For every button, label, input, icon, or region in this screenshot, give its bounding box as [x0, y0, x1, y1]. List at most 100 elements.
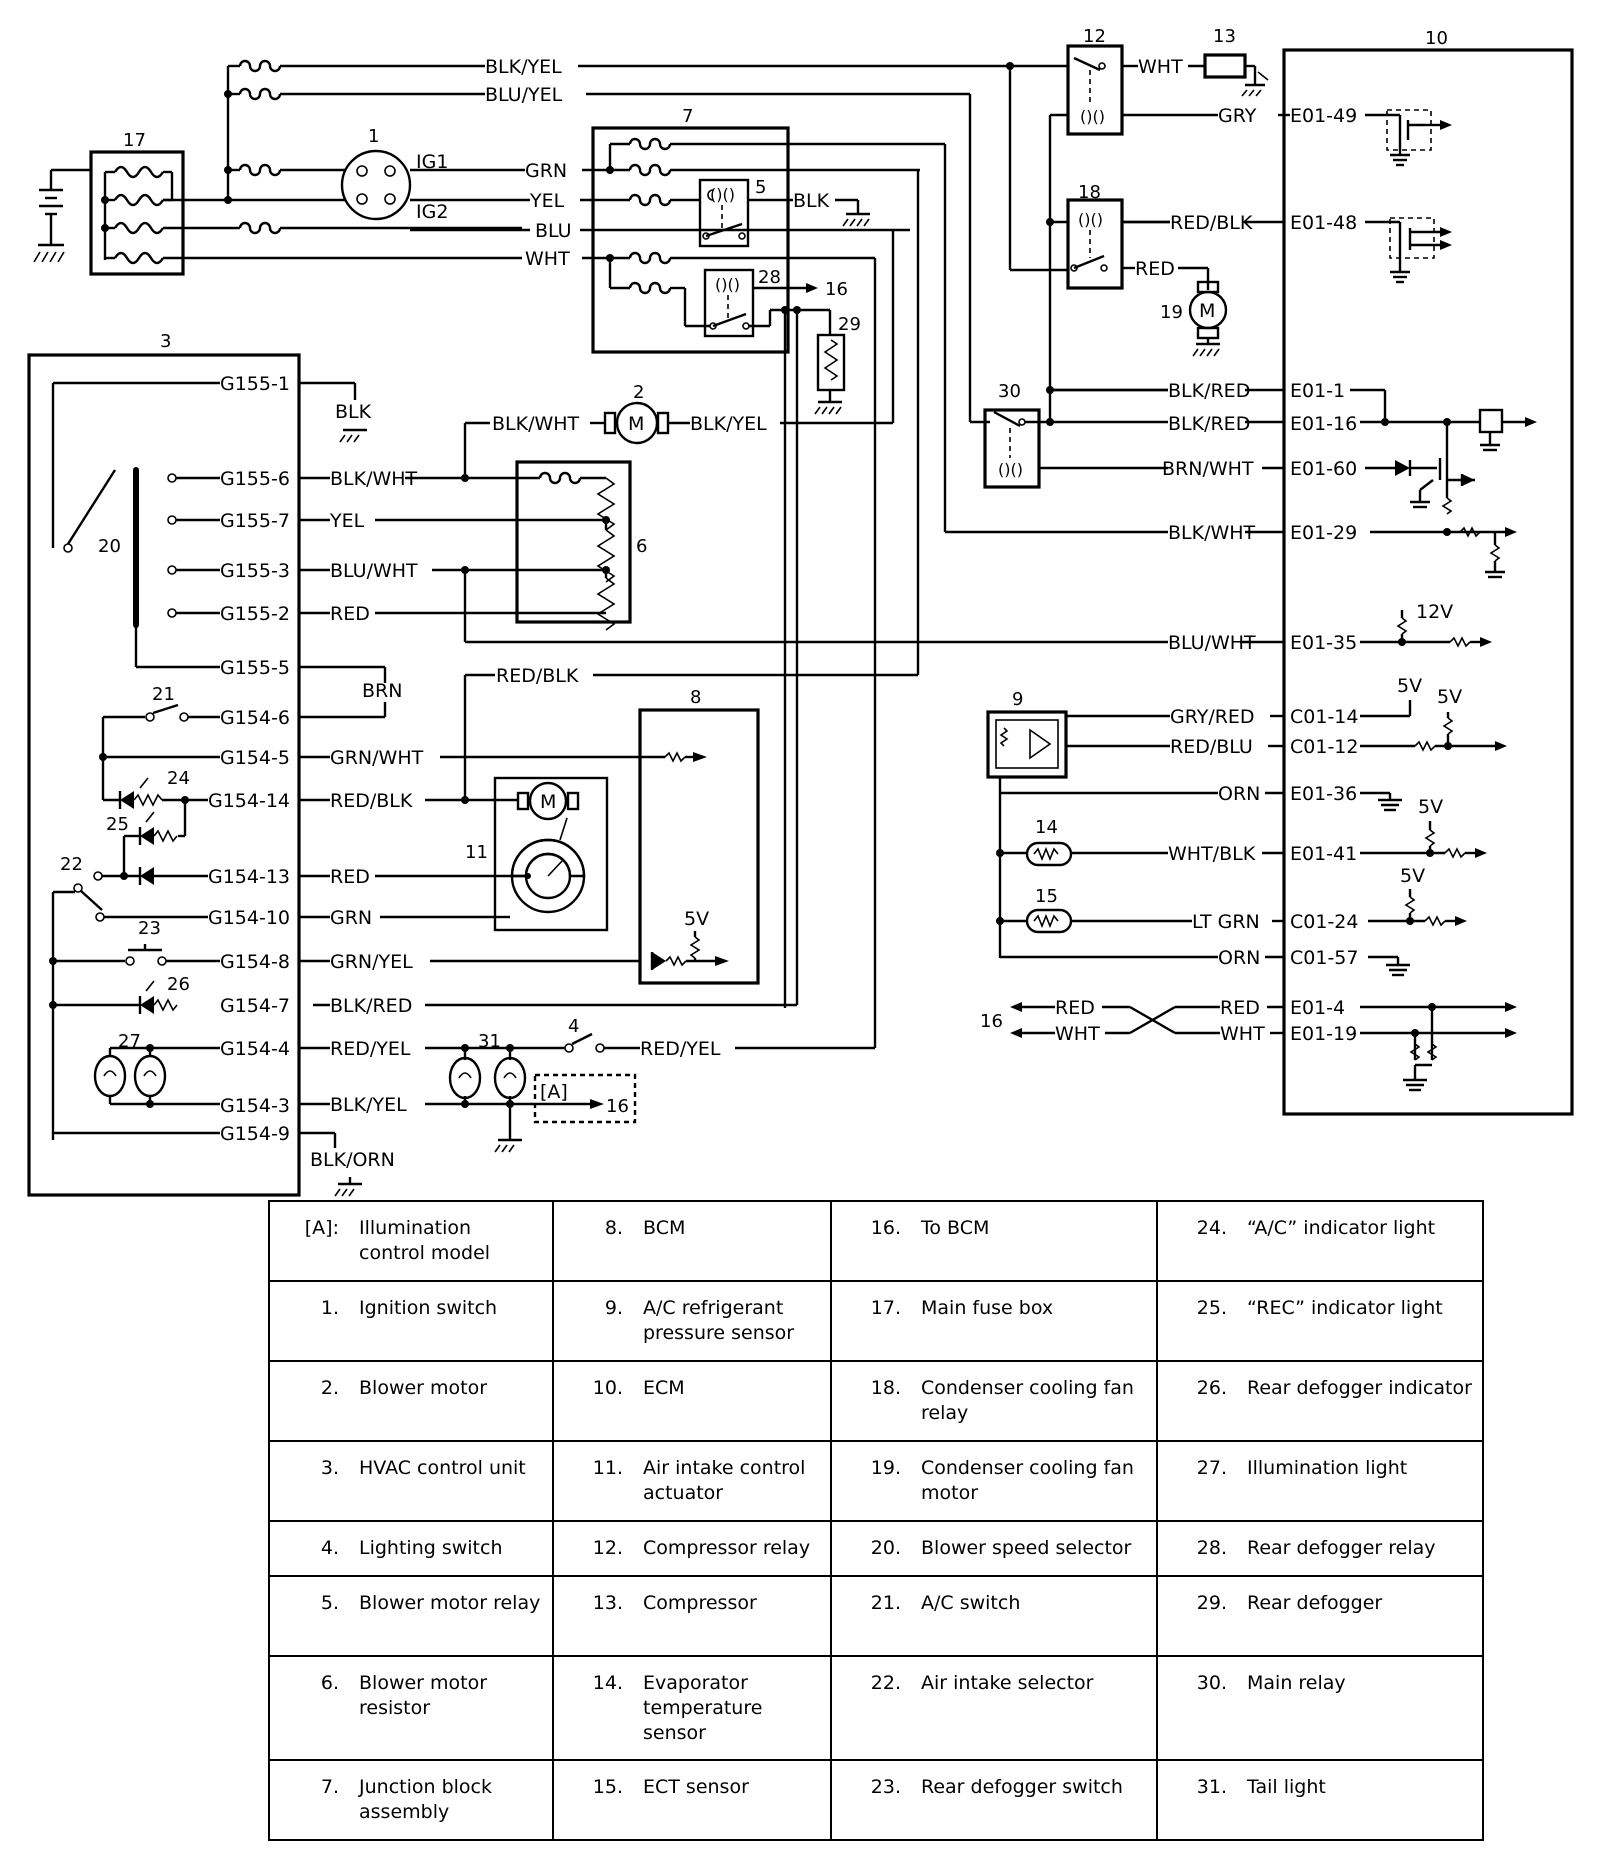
- wire-label: BLK/RED: [330, 995, 412, 1017]
- legend-key: 10.: [592, 1377, 623, 1399]
- legend-value: Junction block assembly: [359, 1776, 492, 1823]
- legend-cell: 20.Blower speed selector: [830, 1520, 1158, 1577]
- legend-value: Tail light: [1247, 1776, 1326, 1798]
- legend-entry: 6.Blower motor resistor: [270, 1657, 552, 1721]
- wire-label: RED/BLK: [1170, 212, 1253, 234]
- legend-value: ECT sensor: [643, 1776, 749, 1798]
- blower-motor-resistor: 6: [515, 460, 647, 631]
- wire-label: BLK: [793, 190, 830, 212]
- legend-value: BCM: [643, 1217, 686, 1239]
- legend-cell: 10.ECM: [552, 1360, 832, 1442]
- wire-label: BLU/YEL: [485, 84, 563, 106]
- legend-key: 4.: [320, 1537, 339, 1559]
- legend-entry: 24.“A/C” indicator light: [1158, 1202, 1482, 1241]
- legend-value: Compressor: [643, 1592, 757, 1614]
- legend-key: 2.: [320, 1377, 339, 1399]
- legend-cell: 11.Air intake control actuator: [552, 1440, 832, 1522]
- legend-cell: 28.Rear defogger relay: [1156, 1520, 1484, 1577]
- wire-label: BLK/WHT: [1168, 522, 1256, 544]
- wire-label: WHT/BLK: [1168, 843, 1256, 865]
- pin-c01-14: C01-14: [1290, 706, 1358, 728]
- pin-c01-24: C01-24: [1290, 911, 1358, 933]
- legend-entry: 17.Main fuse box: [832, 1282, 1156, 1321]
- wire-label: RED: [330, 603, 370, 625]
- ecm: 10 E01-49 E01-48 E01-1 E01-16 E01-60 E01…: [1278, 28, 1574, 1116]
- svg-text:()(): ()(): [1080, 107, 1105, 126]
- legend-key: 22.: [870, 1672, 901, 1694]
- voltage-5v: 5V: [684, 908, 709, 930]
- illumination-control-model: [A] 16: [533, 1073, 637, 1124]
- legend-value: Blower motor: [359, 1377, 488, 1399]
- wire-label: RED: [1135, 258, 1175, 280]
- condenser-cooling-fan-motor: M 19: [1160, 280, 1228, 357]
- pin-e01-60: E01-60: [1290, 458, 1357, 480]
- legend-entry: 28.Rear defogger relay: [1158, 1522, 1482, 1561]
- legend-value: Condenser cooling fan relay: [921, 1377, 1134, 1424]
- wire-label: RED/YEL: [330, 1038, 411, 1060]
- pin-g154-4: G154-4: [220, 1038, 290, 1060]
- legend-cell: 12. Compressor relay: [552, 1520, 832, 1577]
- main-fuse-box: 17: [89, 130, 185, 276]
- legend-cell: 27.Illumination light: [1156, 1440, 1484, 1522]
- ecm-wires: BLK/RED BLK/RED BRN/WHT BLK/WHT 9 GRY/RE…: [943, 144, 1284, 1045]
- legend-key: 8.: [604, 1217, 623, 1239]
- legend-value: Compressor relay: [643, 1537, 811, 1559]
- label-17: 17: [123, 130, 146, 151]
- pin-e01-35: E01-35: [1290, 632, 1357, 654]
- legend-key: 1.: [320, 1297, 339, 1319]
- legend-cell: 6.Blower motor resistor: [268, 1655, 554, 1761]
- label-12: 12: [1083, 26, 1106, 47]
- wire-label: WHT: [1220, 1023, 1265, 1045]
- wire-label: RED/BLU: [1170, 736, 1253, 758]
- legend-value: “REC” indicator light: [1247, 1297, 1443, 1319]
- label-16: 16: [606, 1096, 629, 1117]
- label-8: 8: [690, 687, 701, 708]
- legend-row: [A]:Illumination control model 8. BCM 16.To…: [268, 1200, 1484, 1282]
- legend-cell: 29.Rear defogger: [1156, 1575, 1484, 1657]
- legend-cell: 15. ECT sensor: [552, 1759, 832, 1841]
- legend-value: Blower motor relay: [359, 1592, 541, 1614]
- legend-entry: 22. Air intake selector: [832, 1657, 1156, 1696]
- legend-cell: 22. Air intake selector: [830, 1655, 1158, 1761]
- legend-value: Main fuse box: [921, 1297, 1054, 1319]
- wire-label: ORN: [1218, 783, 1260, 805]
- label-24: 24: [167, 768, 190, 789]
- wire-label: BLK/WHT: [330, 468, 418, 490]
- svg-text:()(): ()(): [715, 275, 740, 294]
- legend-key: 15.: [592, 1776, 623, 1798]
- pin-g154-10: G154-10: [208, 907, 290, 929]
- battery-symbol: [33, 168, 91, 263]
- legend-key: [A]:: [304, 1217, 339, 1239]
- legend-key: 12.: [592, 1537, 623, 1559]
- legend-cell: 16.To BCM: [830, 1200, 1158, 1282]
- legend-cell: 17.Main fuse box: [830, 1280, 1158, 1362]
- pin-e01-29: E01-29: [1290, 522, 1357, 544]
- legend-entry: 31.Tail light: [1158, 1761, 1482, 1800]
- wire-label: RED: [330, 866, 370, 888]
- legend-value: Evaporator temperature sensor: [643, 1672, 763, 1744]
- wire-label: BRN: [362, 680, 402, 702]
- legend-value: Rear defogger relay: [1247, 1537, 1436, 1559]
- legend-cell: 30.Main relay: [1156, 1655, 1484, 1761]
- main-relay: 30 ()(): [970, 381, 1168, 489]
- legend-entry: 4.Lighting switch: [270, 1522, 552, 1561]
- voltage-5v: 5V: [1437, 686, 1462, 708]
- label-3: 3: [160, 331, 171, 352]
- legend-entry: 8. BCM: [554, 1202, 830, 1241]
- legend-cell: 19.Condenser cooling fan motor: [830, 1440, 1158, 1522]
- pin-g155-3: G155-3: [220, 560, 290, 582]
- compressor: 13: [1203, 26, 1269, 97]
- pin-g154-5: G154-5: [220, 747, 290, 769]
- legend-entry: 30.Main relay: [1158, 1657, 1482, 1696]
- legend-key: 5.: [320, 1592, 339, 1614]
- label-2: 2: [633, 382, 644, 403]
- pin-c01-12: C01-12: [1290, 736, 1358, 758]
- legend-value: Air intake selector: [921, 1672, 1094, 1694]
- legend-key: 14.: [592, 1672, 623, 1694]
- legend-entry: 5. Blower motor relay: [270, 1577, 552, 1616]
- wire-label: YEL: [529, 190, 565, 212]
- legend-key: 9.: [604, 1297, 623, 1319]
- legend-cell: [A]:Illumination control model: [268, 1200, 554, 1282]
